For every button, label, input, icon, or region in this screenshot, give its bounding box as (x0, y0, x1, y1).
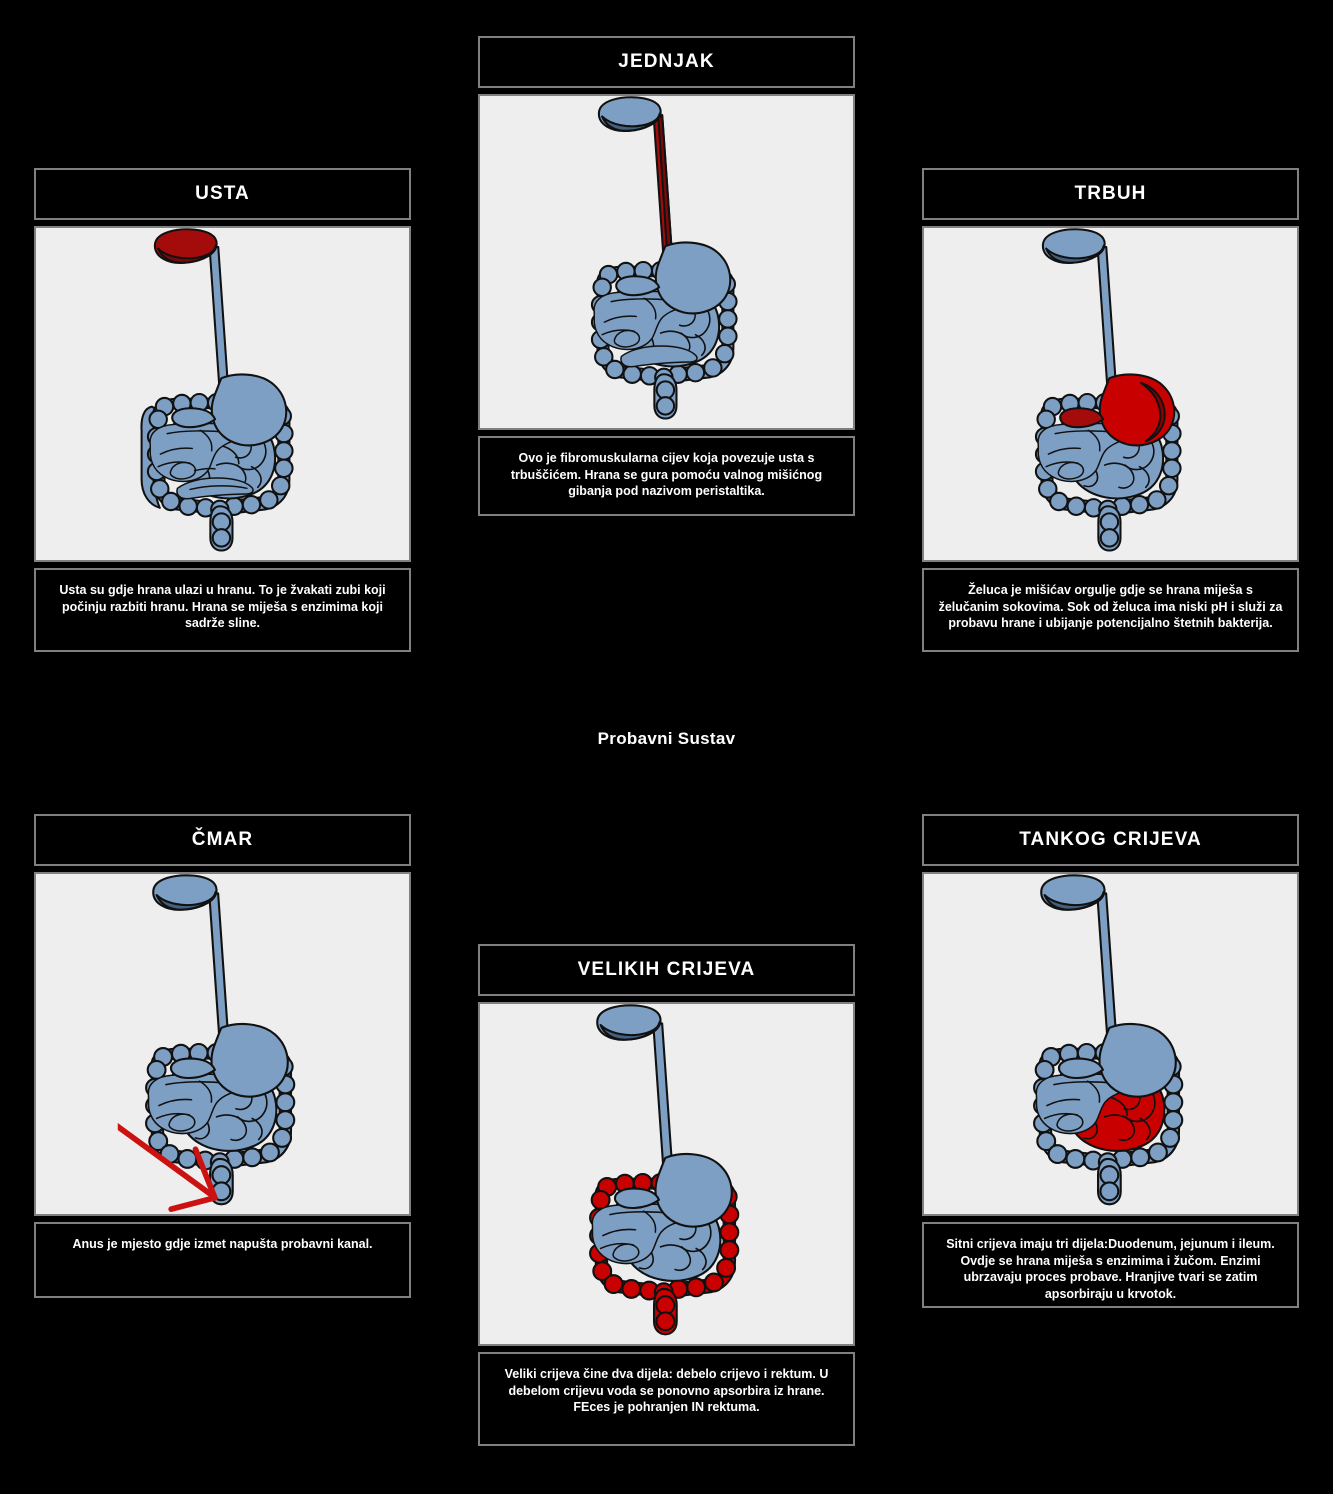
board-title: Probavni Sustav (597, 729, 736, 748)
caption-text-jednjak: Ovo je fibromuskularna cijev koja povezu… (510, 451, 823, 499)
panel-velikih-crijeva: VELIKIH CRIJEVA (478, 944, 855, 1446)
anatomy-illustration-esophagus (590, 96, 738, 420)
panel-caption-usta: Usta su gdje hrana ulazi u hranu. To je … (34, 568, 411, 652)
annotation-arrow (117, 1123, 218, 1212)
panel-cmar: ČMAR (34, 814, 411, 1298)
caption-text-velikih-crijeva: Veliki crijeva čine dva dijela: debelo c… (504, 1367, 829, 1415)
anatomy-illustration-stomach (1034, 228, 1182, 552)
panel-art-jednjak[interactable] (478, 94, 855, 430)
panel-jednjak: JEDNJAK (478, 36, 855, 516)
anatomy-illustration-small-intestine (1032, 874, 1183, 1206)
caption-text-trbuh: Želuca je mišićav orgulje gdje se hrana … (938, 583, 1283, 631)
panel-art-tankog-crijeva[interactable] (922, 872, 1299, 1216)
caption-text-tankog-crijeva: Sitni crijeva imaju tri dijela:Duodenum,… (946, 1237, 1275, 1301)
panel-caption-trbuh: Želuca je mišićav orgulje gdje se hrana … (922, 568, 1299, 652)
caption-text-cmar: Anus je mjesto gdje izmet napušta probav… (72, 1237, 373, 1251)
panel-art-trbuh[interactable] (922, 226, 1299, 562)
panel-caption-jednjak: Ovo je fibromuskularna cijev koja povezu… (478, 436, 855, 516)
panel-tankog-crijeva: TANKOG CRIJEVA (922, 814, 1299, 1308)
panel-title-trbuh: TRBUH (922, 168, 1299, 220)
caption-text-usta: Usta su gdje hrana ulazi u hranu. To je … (59, 583, 386, 631)
panel-caption-cmar: Anus je mjesto gdje izmet napušta probav… (34, 1222, 411, 1298)
panel-art-usta[interactable] (34, 226, 411, 562)
anatomy-illustration-large-intestine (588, 1004, 739, 1336)
panel-title-jednjak: JEDNJAK (478, 36, 855, 88)
panel-trbuh: TRBUH (922, 168, 1299, 652)
panel-art-velikih-crijeva[interactable] (478, 1002, 855, 1346)
panel-caption-tankog-crijeva: Sitni crijeva imaju tri dijela:Duodenum,… (922, 1222, 1299, 1308)
panel-usta: USTA (34, 168, 411, 652)
panel-caption-velikih-crijeva: Veliki crijeva čine dva dijela: debelo c… (478, 1352, 855, 1446)
panel-title-tankog-crijeva: TANKOG CRIJEVA (922, 814, 1299, 866)
anatomy-illustration-mouth (139, 228, 294, 552)
panel-title-cmar: ČMAR (34, 814, 411, 866)
panel-title-velikih-crijeva: VELIKIH CRIJEVA (478, 944, 855, 996)
panel-art-cmar[interactable] (34, 872, 411, 1216)
panel-title-usta: USTA (34, 168, 411, 220)
anatomy-illustration-anus (117, 874, 295, 1212)
